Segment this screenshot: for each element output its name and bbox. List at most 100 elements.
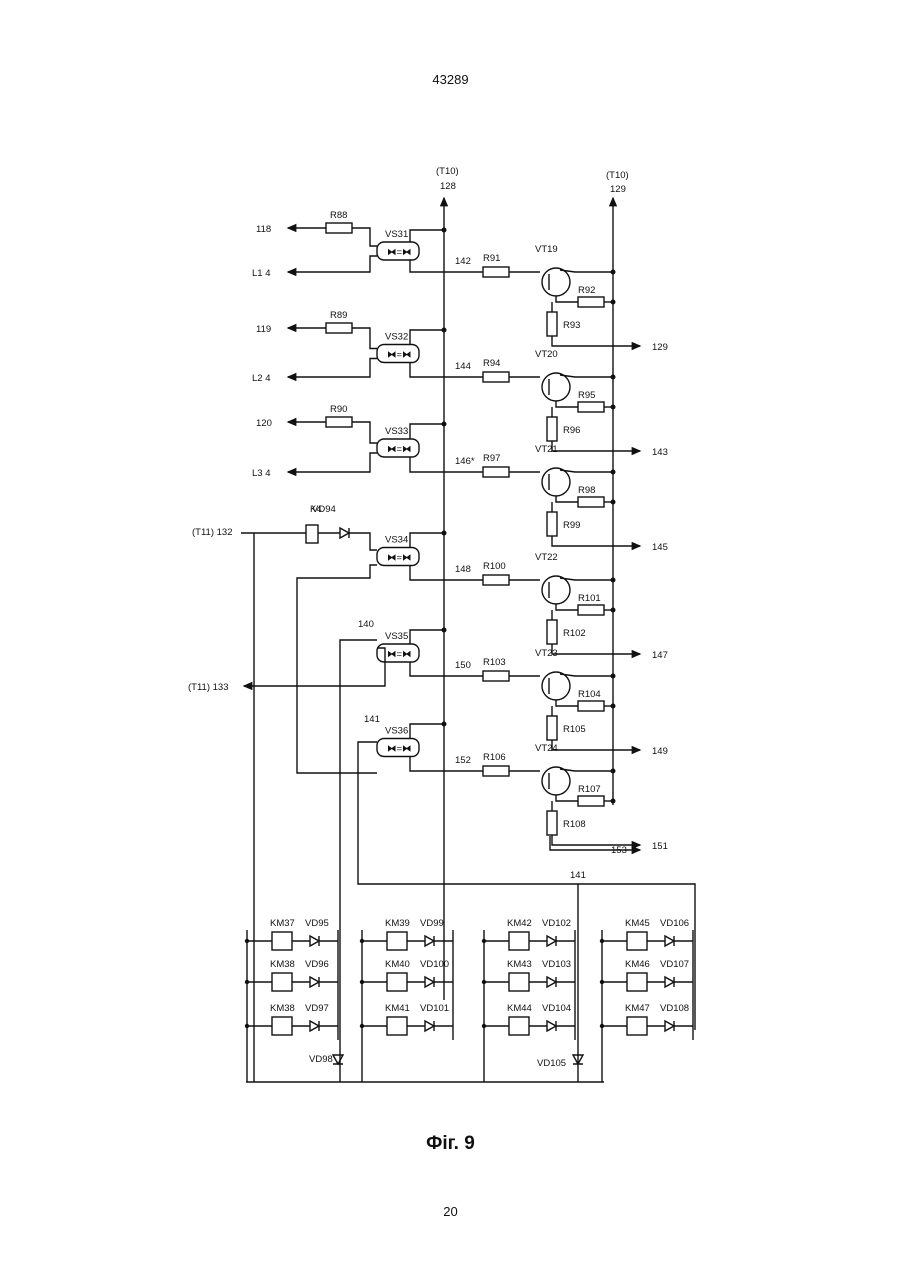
junction-dot <box>611 270 616 275</box>
relay-label: KM40 <box>385 959 410 970</box>
base-resistor <box>483 671 509 681</box>
diode-symbol <box>665 977 674 987</box>
relay-coil <box>627 973 647 991</box>
base-resistor-label: R94 <box>483 358 500 369</box>
diode-label: VD95 <box>305 918 329 929</box>
wire <box>560 470 613 472</box>
output-wire <box>552 644 640 654</box>
diode-symbol <box>665 1021 674 1031</box>
vd94-diode-symbol <box>340 528 349 538</box>
base-resistor-label: R106 <box>483 752 506 763</box>
output-arrow <box>244 648 385 686</box>
resistor-label: R108 <box>563 819 586 830</box>
relay-coil <box>509 1017 529 1035</box>
resistor-label: R95 <box>578 390 595 401</box>
relay-cell: KM45VD106 <box>600 918 693 950</box>
output-arrow <box>288 359 377 378</box>
opto-symbol: ⧓=⧓ <box>387 744 412 755</box>
opto-symbol: ⧓=⧓ <box>387 444 412 455</box>
figure-caption: Фіг. 9 <box>0 1133 901 1155</box>
wire <box>410 724 444 739</box>
junction-dot <box>442 328 447 333</box>
node-label: 140 <box>358 619 374 630</box>
resistor-label: R107 <box>578 784 601 795</box>
output-arrow <box>288 256 377 272</box>
lamp-label: L1 4 <box>252 268 271 279</box>
resistor <box>547 417 557 441</box>
junction-dot <box>611 674 616 679</box>
optocoupler-label: VS36 <box>385 726 408 737</box>
input-resistor-label: R89 <box>330 310 347 321</box>
relay-coil <box>272 1017 292 1035</box>
vd98-diode-symbol <box>333 1055 343 1064</box>
relay-label: KM39 <box>385 918 410 929</box>
node-label: 141 <box>364 714 380 725</box>
lamp-label: L3 4 <box>252 468 271 479</box>
diode-symbol <box>547 936 556 946</box>
opto-symbol: ⧓=⧓ <box>387 247 412 258</box>
diode-symbol <box>310 1021 319 1031</box>
diode-label: VD100 <box>420 959 449 970</box>
junction-dot <box>442 422 447 427</box>
series-diode-label-1: VD98 <box>309 1054 333 1065</box>
output-label: 151 <box>652 841 668 852</box>
resistor-label: R98 <box>578 485 595 496</box>
relay-cell: KM39VD99 <box>360 918 453 950</box>
base-resistor <box>483 766 509 776</box>
wire <box>410 662 483 676</box>
relay-cell: KM40 VD100 <box>360 959 453 991</box>
resistor-label: R96 <box>563 425 580 436</box>
wire <box>556 795 578 801</box>
relay-coil <box>509 973 529 991</box>
node-label: 146* <box>455 456 475 467</box>
wire <box>410 566 483 581</box>
transistor-label: VT23 <box>535 648 558 659</box>
base-resistor-label: R97 <box>483 453 500 464</box>
relay-label: KM46 <box>625 959 650 970</box>
base-resistor-label: R91 <box>483 253 500 264</box>
diode-symbol <box>425 936 434 946</box>
junction-dot <box>611 405 616 410</box>
input-resistor-label: R90 <box>330 404 347 415</box>
junction-dot <box>611 300 616 305</box>
resistor-label: R105 <box>563 724 586 735</box>
optocoupler-label: VS33 <box>385 426 408 437</box>
output-wire <box>552 740 640 750</box>
diode-label: VD108 <box>660 1003 689 1014</box>
relay-cell: KM44VD104 <box>482 1003 575 1035</box>
diode-label: VD103 <box>542 959 571 970</box>
wire <box>560 578 613 580</box>
wire <box>556 700 578 706</box>
base-resistor <box>483 575 509 585</box>
junction-dot <box>611 500 616 505</box>
relay-label: KM45 <box>625 918 650 929</box>
diode-label: VD96 <box>305 959 329 970</box>
node-label: 148 <box>455 564 471 575</box>
k4-coil <box>306 525 318 543</box>
junction-dot <box>611 470 616 475</box>
output-wire <box>552 536 640 546</box>
diode-symbol <box>547 977 556 987</box>
junction-dot <box>611 578 616 583</box>
node-label: 144 <box>455 361 471 372</box>
relay-cell: KM47VD108 <box>600 1003 693 1035</box>
base-resistor-label: R103 <box>483 657 506 668</box>
resistor-label: R101 <box>578 593 601 604</box>
relay-cell: KM37VD95 <box>245 918 338 950</box>
relay-cell: KM41VD101 <box>360 1003 453 1035</box>
output-arrow <box>288 453 377 472</box>
optocoupler-label: VS35 <box>385 631 408 642</box>
junction-dot <box>611 704 616 709</box>
output-wire <box>552 336 640 346</box>
resistor <box>578 297 604 307</box>
relay-cell: KM42VD102 <box>482 918 575 950</box>
wire <box>352 328 377 349</box>
relay-label: KM41 <box>385 1003 410 1014</box>
wire <box>556 496 578 502</box>
transistor-symbol <box>542 672 570 700</box>
output-153-label: 153 <box>611 845 627 856</box>
junction-dot <box>442 228 447 233</box>
diode-symbol <box>425 1021 434 1031</box>
resistor-label: R104 <box>578 689 601 700</box>
